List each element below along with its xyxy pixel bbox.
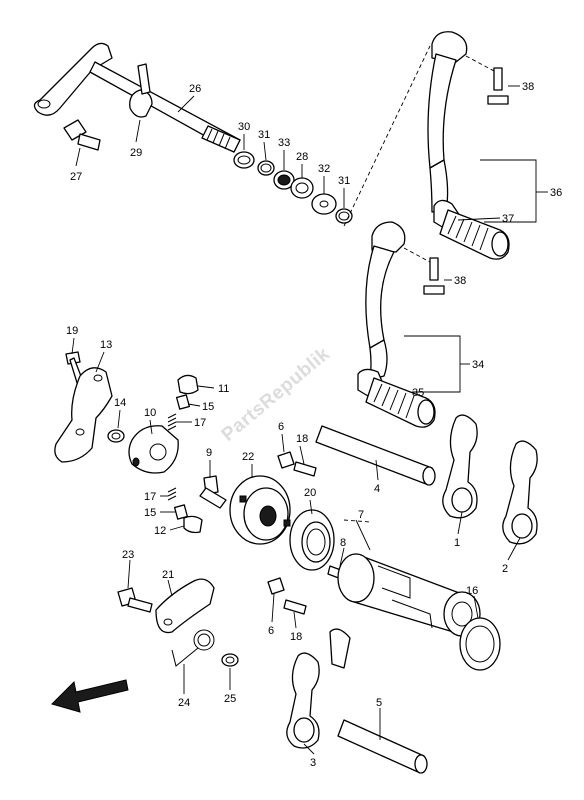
callout-15-lower: 15 (144, 507, 156, 519)
bolt-part-38-upper (487, 67, 509, 105)
callout-6-lower: 6 (268, 625, 274, 637)
callout-14: 14 (114, 397, 126, 409)
screw-part-6-lower (267, 577, 285, 595)
callout-11: 11 (218, 383, 229, 395)
callout-labels: 26 27 29 30 31 33 28 32 31 38 36 37 38 3… (66, 81, 562, 769)
callout-9: 9 (206, 447, 212, 459)
callout-38-upper: 38 (522, 81, 534, 93)
bearing-part-20 (289, 509, 335, 571)
callout-20: 20 (304, 487, 316, 499)
cam-driven-gear-part-22 (229, 475, 291, 545)
pawl-part-12 (183, 515, 203, 534)
callout-27: 27 (70, 171, 82, 183)
leader-lines (71, 85, 548, 755)
watermark-text: PartsRepublik (218, 343, 334, 445)
gear-shift-cam-part-7 (337, 519, 481, 637)
callout-34: 34 (472, 359, 484, 371)
seal-part-28 (290, 177, 314, 199)
callout-19: 19 (66, 325, 78, 337)
callout-29: 29 (130, 147, 142, 159)
callout-8: 8 (340, 537, 346, 549)
shaft-arm-part-29 (129, 63, 153, 118)
screw-part-18-upper (293, 461, 317, 477)
gear-shift-lever-upper (427, 31, 510, 260)
callout-18-upper: 18 (296, 433, 308, 445)
shift-fork-part-1 (442, 414, 478, 519)
callout-22: 22 (242, 451, 254, 463)
callout-6-upper: 6 (278, 421, 284, 433)
gear-shift-lever-lower (357, 221, 436, 428)
screw-part-6-upper (277, 451, 295, 469)
callout-26: 26 (189, 83, 201, 95)
callout-33: 33 (278, 137, 290, 149)
circlip-part-31-lower (335, 208, 353, 224)
bearing-part-16 (459, 617, 501, 671)
bracket-part-21 (155, 578, 215, 634)
spring-part-17-upper (167, 413, 177, 431)
cam-stopper-bolt-part-9 (199, 475, 227, 509)
washer-part-30 (233, 151, 255, 169)
shift-fork-part-2 (502, 440, 538, 545)
bearing-part-33 (273, 170, 295, 190)
callout-37: 37 (502, 213, 514, 225)
callout-28: 28 (296, 151, 308, 163)
dashed-leader-upper (465, 55, 497, 73)
callout-32: 32 (318, 163, 330, 175)
callout-15-upper: 15 (202, 401, 214, 413)
bolt-part-27 (63, 119, 101, 151)
pin-part-15-lower (173, 504, 189, 520)
screw-part-18-lower (283, 599, 307, 615)
spring-part-17-lower (167, 487, 177, 501)
callout-24: 24 (178, 697, 190, 709)
callout-18-lower: 18 (290, 631, 302, 643)
gearshift-arm-part-10 (128, 425, 179, 474)
pin-part-15-upper (175, 394, 191, 410)
callout-31-lower: 31 (338, 175, 350, 187)
callout-38-lower: 38 (454, 275, 466, 287)
washer-part-25 (221, 653, 239, 667)
callout-17-upper: 17 (194, 417, 206, 429)
bolt-part-23 (117, 587, 153, 613)
callout-25: 25 (224, 693, 236, 705)
callout-1: 1 (454, 537, 460, 549)
callout-12: 12 (154, 525, 166, 537)
pawl-part-11 (177, 374, 199, 395)
callout-36: 36 (550, 187, 562, 199)
callout-7: 7 (358, 509, 364, 521)
bolt-part-38-lower (423, 257, 445, 295)
circlip-part-31-upper (257, 160, 275, 176)
spring-part-24 (171, 629, 215, 667)
callout-30: 30 (238, 121, 250, 133)
fork-shaft-part-5 (337, 719, 428, 774)
callout-21: 21 (162, 569, 174, 581)
callout-10: 10 (144, 407, 156, 419)
shift-fork-part-3 (286, 628, 351, 749)
callout-4: 4 (374, 483, 380, 495)
callout-16: 16 (466, 585, 478, 597)
callout-17-lower: 17 (144, 491, 156, 503)
callout-13: 13 (100, 339, 112, 351)
front-direction-arrow-icon (51, 679, 129, 713)
callout-2: 2 (502, 563, 508, 575)
washer-part-32 (311, 193, 337, 215)
callout-35: 35 (412, 387, 424, 399)
gear-shift-shaft (33, 42, 241, 153)
fork-shaft-part-4 (315, 425, 436, 486)
callout-3: 3 (310, 757, 316, 769)
callout-31: 31 (258, 129, 270, 141)
callout-5: 5 (376, 697, 382, 709)
dashed-leader-lower (403, 247, 431, 263)
cam-stopper-plate-part-13 (54, 367, 113, 463)
callout-23: 23 (122, 549, 134, 561)
washer-part-14 (107, 429, 125, 443)
dashed-leader-diagonal (343, 45, 431, 227)
